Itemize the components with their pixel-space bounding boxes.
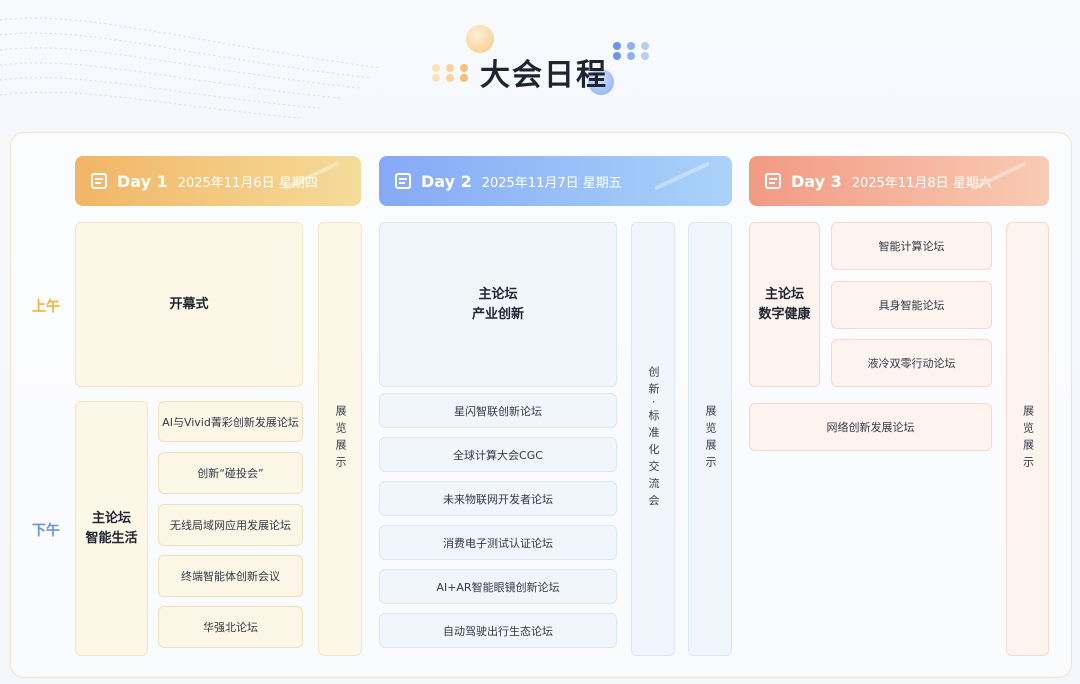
day3-forum-item[interactable]: 具身智能论坛 xyxy=(831,281,992,329)
decorative-dot xyxy=(613,42,621,50)
day3-main-forum-title: 主论坛 xyxy=(764,286,804,302)
period-am-label: 上午 xyxy=(32,299,60,315)
day2-header: Day 2 2025年11月7日 星期五 xyxy=(379,156,732,206)
calendar-icon xyxy=(91,173,107,189)
decorative-dot xyxy=(432,74,440,82)
day1-main-forum[interactable]: 主论坛 智能生活 xyxy=(75,401,148,656)
day2-forum-item[interactable]: 全球计算大会CGC xyxy=(379,437,617,472)
day1-header: Day 1 2025年11月6日 星期四 xyxy=(75,156,361,206)
page-title: 大会日程 xyxy=(480,58,608,93)
decorative-orange-ball xyxy=(466,25,494,53)
period-pm-label: 下午 xyxy=(32,523,60,539)
decorative-dot xyxy=(432,64,440,72)
day2-forum-item[interactable]: 未来物联网开发者论坛 xyxy=(379,481,617,516)
day2-main-forum-subtitle: 产业创新 xyxy=(471,306,524,322)
day2-date: 2025年11月7日 星期五 xyxy=(481,175,622,191)
day1-opening-ceremony[interactable]: 开幕式 xyxy=(75,222,303,387)
decorative-dot xyxy=(627,42,635,50)
decorative-dot xyxy=(446,64,454,72)
day2-forum-item[interactable]: 星闪智联创新论坛 xyxy=(379,393,617,428)
decorative-dot xyxy=(627,52,635,60)
day1-main-forum-subtitle: 智能生活 xyxy=(85,530,138,546)
day1-forum-item[interactable]: 华强北论坛 xyxy=(158,606,303,648)
decorative-dot xyxy=(613,52,621,60)
decorative-dot xyxy=(446,74,454,82)
day2-main-forum-title: 主论坛 xyxy=(478,286,518,302)
day3-forum-item[interactable]: 液冷双零行动论坛 xyxy=(831,339,992,387)
day1-expo[interactable]: 展览展示 xyxy=(318,222,362,656)
day1-forum-item[interactable]: AI与Vivid菁彩创新发展论坛 xyxy=(158,401,303,442)
day3-forum-item[interactable]: 智能计算论坛 xyxy=(831,222,992,270)
day2-main-forum[interactable]: 主论坛 产业创新 xyxy=(379,222,617,387)
day1-forum-item[interactable]: 终端智能体创新会议 xyxy=(158,555,303,597)
day2-expo-label: 展览展示 xyxy=(704,405,717,473)
decorative-shine xyxy=(653,161,711,191)
decorative-dot xyxy=(641,52,649,60)
decorative-dot xyxy=(460,74,468,82)
decorative-wave-lines xyxy=(0,17,381,119)
decorative-dot xyxy=(460,64,468,72)
day2-standard-exchange-label: 创新·标准化交流会 xyxy=(647,366,660,512)
day3-header: Day 3 2025年11月8日 星期六 xyxy=(749,156,1049,206)
day3-date: 2025年11月8日 星期六 xyxy=(851,175,992,191)
day1-main-forum-title: 主论坛 xyxy=(91,510,131,526)
day3-name: Day 3 xyxy=(791,171,842,191)
day3-network-forum[interactable]: 网络创新发展论坛 xyxy=(749,403,992,451)
day1-forum-item[interactable]: 无线局域网应用发展论坛 xyxy=(158,504,303,546)
title-area: 大会日程 xyxy=(0,22,1080,102)
calendar-icon xyxy=(395,173,411,189)
day3-expo-label: 展览展示 xyxy=(1021,405,1035,473)
day2-expo[interactable]: 展览展示 xyxy=(688,222,732,656)
day1-date: 2025年11月6日 星期四 xyxy=(177,175,318,191)
day3-main-forum[interactable]: 主论坛 数字健康 xyxy=(749,222,820,387)
day2-name: Day 2 xyxy=(421,171,472,191)
day2-forum-item[interactable]: 消费电子测试认证论坛 xyxy=(379,525,617,560)
day2-standard-exchange[interactable]: 创新·标准化交流会 xyxy=(631,222,675,656)
day3-expo[interactable]: 展览展示 xyxy=(1006,222,1049,656)
calendar-icon xyxy=(765,173,781,189)
day1-expo-label: 展览展示 xyxy=(334,405,347,473)
decorative-blue-ball xyxy=(588,69,614,95)
day2-forum-item[interactable]: 自动驾驶出行生态论坛 xyxy=(379,613,617,648)
day1-name: Day 1 xyxy=(117,171,168,191)
day2-forum-item[interactable]: AI+AR智能眼镜创新论坛 xyxy=(379,569,617,604)
day1-forum-item[interactable]: 创新“碰投会” xyxy=(158,452,303,494)
decorative-dot xyxy=(641,42,649,50)
day3-main-forum-subtitle: 数字健康 xyxy=(758,306,811,322)
